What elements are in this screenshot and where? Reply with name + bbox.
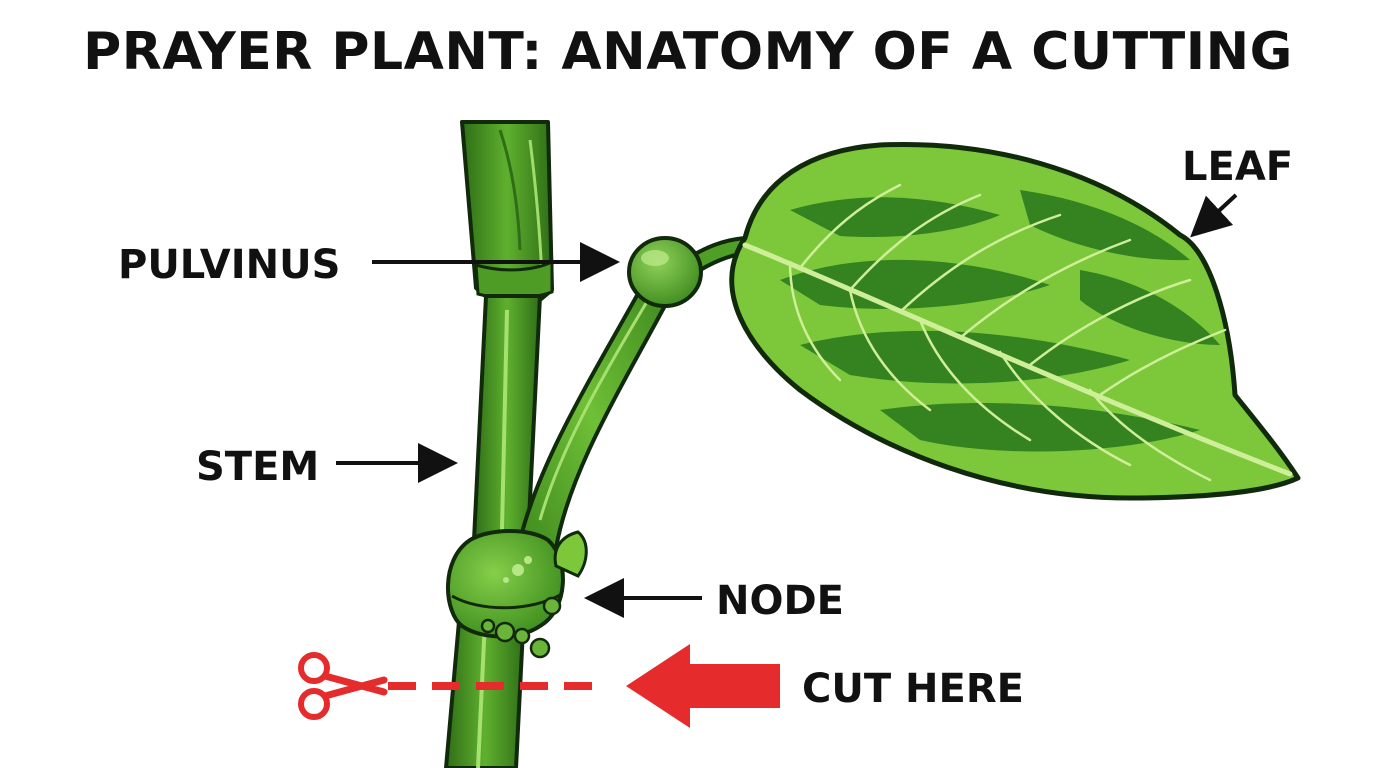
- pulvinus: [627, 236, 703, 308]
- leaf: [729, 142, 1301, 501]
- cut-line: [388, 644, 780, 728]
- cut-here-label: CUT HERE: [802, 666, 1024, 712]
- node: [446, 529, 588, 659]
- pulvinus-label: PULVINUS: [118, 242, 340, 288]
- scissors-icon: [298, 652, 388, 720]
- stem-label: STEM: [196, 444, 319, 490]
- main-stem: [444, 120, 554, 768]
- page-title: PRAYER PLANT: ANATOMY OF A CUTTING: [83, 22, 1293, 82]
- label-arrows: [336, 193, 1238, 618]
- leaf-label: LEAF: [1182, 144, 1293, 190]
- node-label: NODE: [716, 578, 844, 624]
- leaf-arrow: [1190, 193, 1238, 238]
